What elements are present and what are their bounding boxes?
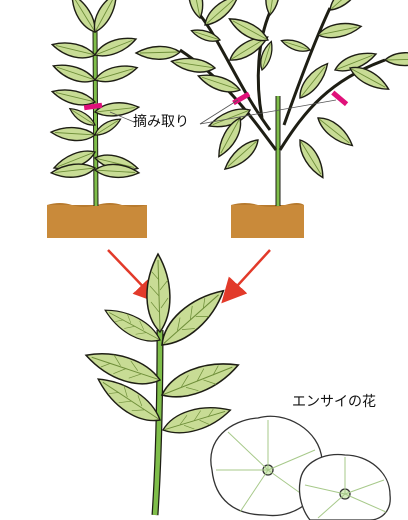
- right-pinch-mark-left: [232, 91, 251, 106]
- right-leaves: [135, 0, 408, 182]
- flower-label: エンサイの花: [292, 394, 376, 410]
- cut-shoot: [81, 253, 244, 516]
- left-pinch-mark: [83, 102, 103, 111]
- arrow-right: [221, 249, 271, 304]
- left-soil-block: [47, 205, 147, 238]
- right-pinch-mark-right: [331, 90, 349, 107]
- left-plant: [47, 0, 147, 238]
- arrows: [107, 249, 271, 304]
- pinch-pointer-lines: [109, 99, 337, 125]
- arrow-left: [107, 249, 159, 304]
- flower-illustration: [210, 415, 391, 520]
- right-plant: [135, 0, 408, 238]
- flower-front: [298, 453, 391, 520]
- right-soil-block: [231, 205, 304, 238]
- pinch-label: 摘み取り: [133, 114, 189, 130]
